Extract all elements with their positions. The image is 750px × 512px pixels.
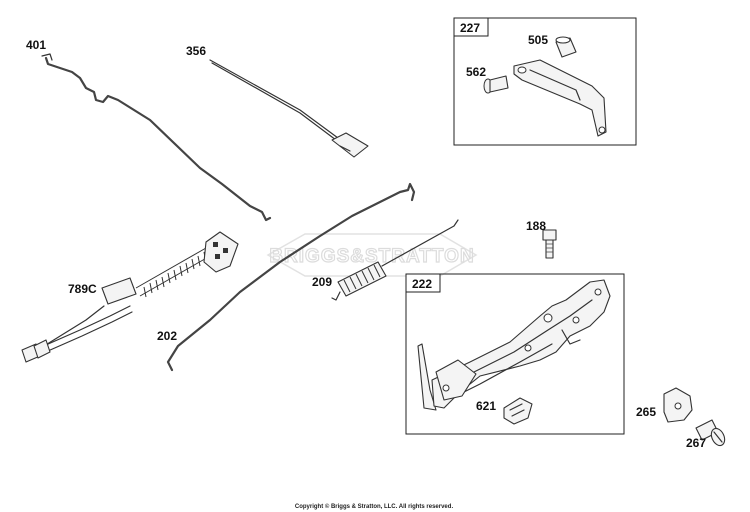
part-label-265: 265 (636, 405, 656, 419)
box-label-227: 227 (460, 21, 480, 35)
assembly-box-222: 222 621 (405, 273, 625, 435)
part-label-789c: 789C (68, 282, 97, 296)
part-267-screw (695, 419, 726, 447)
part-562-pin (483, 75, 509, 94)
part-356-cable (209, 59, 369, 158)
part-label-209: 209 (312, 275, 332, 289)
part-621-clip (503, 397, 533, 425)
part-label-356: 356 (186, 44, 206, 58)
part-label-621: 621 (476, 399, 496, 413)
part-188-bolt (542, 229, 557, 259)
watermark-logo: BRIGGS&STRATTON (266, 233, 478, 277)
part-227-lever (513, 59, 607, 137)
copyright-text: Copyright © Briggs & Stratton, LLC. All … (295, 503, 454, 510)
part-209-spring (331, 219, 459, 301)
part-label-401: 401 (26, 38, 46, 52)
box-label-222: 222 (412, 277, 432, 291)
part-222-bracket (417, 279, 611, 411)
part-label-562: 562 (466, 65, 486, 79)
part-265-cam (663, 387, 693, 423)
watermark-text: BRIGGS&STRATTON (269, 246, 474, 267)
assembly-box-227: 227 505 562 (453, 17, 637, 146)
part-label-202: 202 (157, 329, 177, 343)
part-202-rod (166, 182, 416, 372)
part-789c-harness (21, 231, 239, 363)
part-label-267: 267 (686, 436, 706, 450)
part-label-188: 188 (526, 219, 546, 233)
part-401-rod (41, 53, 272, 222)
part-505-bushing (555, 36, 577, 58)
part-label-505: 505 (528, 33, 548, 47)
